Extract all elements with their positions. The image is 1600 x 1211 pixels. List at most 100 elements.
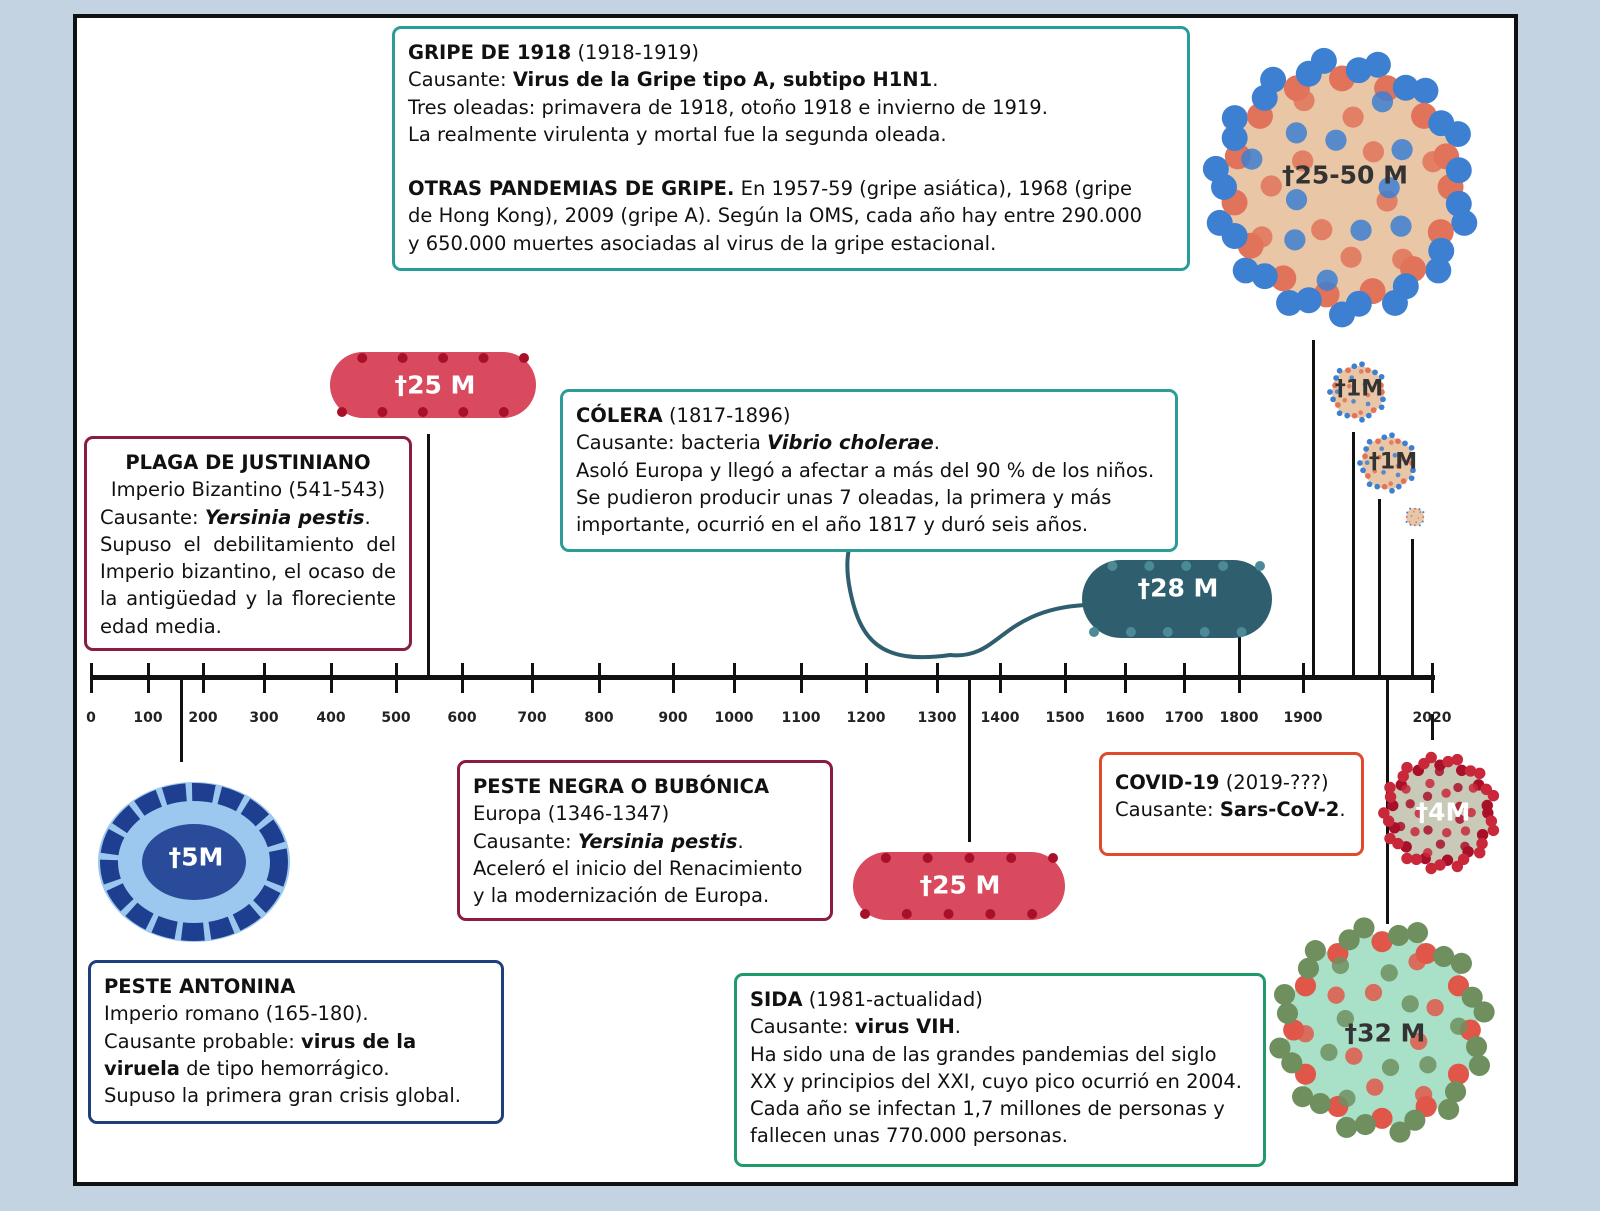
influenza-2009-virus-spike [1414, 524, 1416, 527]
hiv-virus-spike [1450, 1017, 1468, 1035]
vibrio-bacterium-spot [1181, 561, 1192, 571]
influenza-virus-spike [1444, 121, 1471, 148]
hiv-virus-spike [1281, 1052, 1303, 1074]
justiniano-title: PLAGA DE JUSTINIANO [125, 451, 371, 474]
yersinia-bacterium-2-spot [880, 853, 891, 863]
influenza-virus-spike [1295, 287, 1322, 314]
timeline-tick-label: 300 [249, 710, 279, 726]
coronavirus-spike [1422, 791, 1433, 802]
influenza-1968-virus-spike [1364, 460, 1370, 466]
yersinia-bacterium-2-spot [922, 853, 933, 863]
colera-cause-label: Causante: bacteria [576, 431, 768, 455]
timeline-tick-label: 1500 [1045, 710, 1085, 726]
influenza-virus-spike [1293, 89, 1315, 112]
coronavirus-spike [1464, 765, 1477, 777]
timeline-tick [800, 663, 803, 693]
sida-years: (1981-actualidad) [802, 988, 983, 1011]
coronavirus-spike [1378, 807, 1390, 819]
influenza-2009-virus-spike [1408, 521, 1411, 523]
timeline-tick-label: 0 [86, 710, 96, 726]
influenza-1968-virus-spike [1374, 483, 1381, 490]
vibrio-bacterium-spot [1218, 561, 1229, 571]
timeline-tick [1431, 663, 1434, 693]
hiv-virus-spike [1309, 1092, 1331, 1115]
hiv-virus-body [1286, 934, 1478, 1126]
hiv-virus-spike [1433, 945, 1455, 968]
vibrio-bacterium-spot [1255, 561, 1265, 571]
coronavirus-spike [1451, 860, 1464, 873]
influenza-1957-virus-spike [1359, 361, 1365, 368]
vibrio-bacterium-spot [1089, 627, 1099, 637]
connector-colera [1238, 617, 1241, 677]
influenza-virus-spike [1285, 189, 1308, 211]
gripe-cause-label: Causante: [408, 68, 513, 92]
influenza-1957-virus-spike [1344, 412, 1351, 419]
hiv-virus-spike [1292, 1086, 1314, 1108]
influenza-1957-virus-spike [1359, 416, 1365, 423]
hiv-virus-spike [1389, 1121, 1411, 1143]
influenza-virus-spike [1232, 257, 1259, 284]
gripe-virulent: La realmente virulenta y mortal fue la s… [408, 122, 947, 146]
influenza-1957-virus-spike [1378, 404, 1385, 411]
coronavirus-spike [1468, 783, 1478, 793]
other-flu-l2: de Hong Kong), 2009 (gripe A). Según la … [408, 204, 1143, 228]
coronavirus-spike [1401, 761, 1413, 774]
influenza-1968-virus-spike [1395, 472, 1401, 478]
covid-cause-label: Causante: [1115, 798, 1220, 822]
coronavirus-spike [1434, 766, 1445, 777]
influenza-1957-virus-spike [1378, 373, 1385, 380]
antonina-cause-b: viruela [104, 1056, 180, 1080]
coronavirus-spike [1476, 837, 1488, 850]
influenza-virus-body [1224, 69, 1460, 305]
yersinia-bacterium-2-spot [985, 909, 996, 919]
influenza-1968-virus-spike [1357, 460, 1363, 466]
influenza-1957-virus-spike [1336, 367, 1343, 374]
influenza-1968-virus-spike [1360, 467, 1366, 474]
punct: . [737, 829, 744, 853]
justiniano-cause-label: Causante: [100, 505, 205, 529]
influenza-1957-virus-spike [1330, 396, 1336, 403]
influenza-1957-virus-spike [1379, 389, 1385, 395]
antonina-box: PESTE ANTONINA Imperio romano (165-180).… [88, 960, 504, 1124]
deaths-peste-negra: †25 M [919, 870, 1001, 900]
coronavirus-spike [1455, 764, 1468, 777]
influenza-1968-virus-spike [1372, 468, 1378, 474]
influenza-virus-spike [1364, 51, 1391, 78]
hiv-virus-spike [1473, 1001, 1495, 1023]
antonina-title: PESTE ANTONINA [104, 975, 296, 998]
influenza-1957-virus-spike [1365, 412, 1372, 419]
influenza-1957-virus-spike [1358, 369, 1364, 374]
hiv-virus-spike [1276, 1002, 1299, 1024]
influenza-2009-virus-spike [1405, 520, 1408, 523]
timeline-tick [90, 663, 93, 693]
yersinia-bacterium-1-body [330, 352, 536, 418]
colera-box: CÓLERA (1817-1896) Causante: bacteria Vi… [560, 389, 1178, 552]
connector-gripe-1968 [1378, 499, 1381, 676]
timeline-tick-label: 1800 [1219, 710, 1259, 726]
coronavirus-spike [1414, 808, 1424, 818]
peste-negra-cause: Yersinia pestis [577, 829, 738, 853]
coronavirus-spike [1387, 799, 1399, 812]
influenza-2009-virus-spike [1422, 511, 1425, 514]
influenza-virus-spike [1221, 125, 1248, 151]
coronavirus-spike [1384, 791, 1397, 803]
connector-covid [1431, 714, 1434, 740]
coronavirus-spike [1423, 825, 1433, 835]
sida-title: SIDA [750, 988, 803, 1011]
vibrio-bacterium-spot [1107, 561, 1118, 571]
influenza-virus-spike [1451, 209, 1478, 236]
influenza-virus-spike [1311, 219, 1333, 241]
influenza-2009-virus-body [1406, 508, 1424, 526]
yersinia-bacterium-2-spot [1048, 853, 1058, 863]
influenza-1968-virus-spike [1409, 460, 1415, 466]
hiv-virus-spike [1414, 1085, 1433, 1104]
gripe-1918-box: GRIPE DE 1918 (1918-1919) Causante: Viru… [392, 26, 1190, 271]
influenza-virus-spike [1325, 129, 1347, 151]
yersinia-bacterium-1-spot [377, 407, 388, 417]
influenza-1957-virus-spike [1334, 389, 1340, 395]
hiv-virus-spike [1335, 1116, 1358, 1138]
sida-box: SIDA (1981-actualidad) Causante: virus V… [734, 973, 1266, 1167]
influenza-2009-virus-spike [1414, 507, 1416, 510]
hiv-virus-spike [1338, 1089, 1356, 1107]
coronavirus-spike [1442, 755, 1454, 768]
